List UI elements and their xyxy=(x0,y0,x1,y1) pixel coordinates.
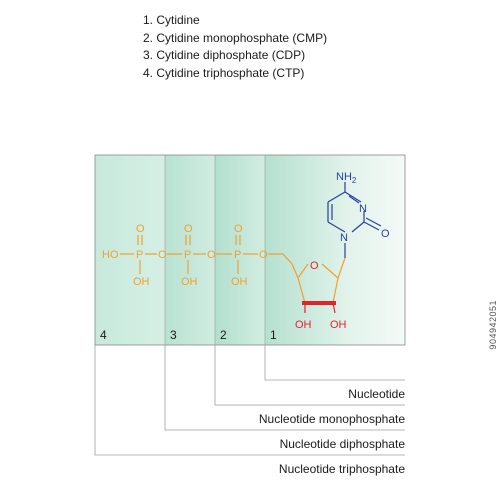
phosphate-p2: P xyxy=(184,249,191,261)
stock-id-watermark: 904942051 xyxy=(488,300,498,350)
bracket-lines xyxy=(94,345,405,456)
phosphate-top-o2: O xyxy=(184,223,193,235)
phosphate-top-o1: O xyxy=(136,223,145,235)
region-number-1: 1 xyxy=(270,328,277,342)
legend-item-ctp: 4. Cytidine triphosphate (CTP) xyxy=(143,65,305,80)
phosphate-p1: P xyxy=(136,249,143,261)
base-carbonyl-o: O xyxy=(381,228,390,240)
phosphate-oh2: OH xyxy=(181,276,198,288)
base-nh2: NH2 xyxy=(336,171,357,185)
bracket-diphosphate xyxy=(164,345,405,431)
legend-item-cmp: 2. Cytidine monophosphate (CMP) xyxy=(143,30,328,45)
region-panels xyxy=(94,154,406,346)
ribose-sugar: O OH OH xyxy=(282,253,347,331)
label-nucleotide-diphosphate: Nucleotide diphosphate xyxy=(280,437,406,451)
phosphate-bridge-o1: O xyxy=(158,249,167,261)
phosphate-oh1: OH xyxy=(133,276,150,288)
region-4-panel xyxy=(95,155,165,345)
phosphate-bonds xyxy=(120,235,283,274)
label-nucleotide-monophosphate: Nucleotide monophosphate xyxy=(259,412,405,426)
bracket-triphosphate xyxy=(94,345,405,456)
sugar-ring-o: O xyxy=(310,260,319,272)
legend-item-cytidine: 1. Cytidine xyxy=(143,13,200,27)
cytosine-base: N N O NH2 xyxy=(327,171,390,258)
region-2-panel xyxy=(215,155,265,345)
region-number-2: 2 xyxy=(220,328,227,342)
bracket-monophosphate xyxy=(214,345,405,406)
legend-item-cdp: 3. Cytidine diphosphate (CDP) xyxy=(143,48,306,62)
compound-legend: 1. Cytidine 2. Cytidine monophosphate (C… xyxy=(143,12,327,82)
phosphate-bridge-o2: O xyxy=(207,249,216,261)
phosphate-top-o3: O xyxy=(234,223,243,235)
phosphate-oh3: OH xyxy=(231,276,248,288)
sugar-oh-right: OH xyxy=(330,319,347,331)
sugar-oh-left: OH xyxy=(295,319,312,331)
base-n1: N xyxy=(340,232,348,244)
panel-border xyxy=(94,154,406,346)
label-nucleotide-triphosphate: Nucleotide triphosphate xyxy=(279,462,405,476)
label-nucleotide: Nucleotide xyxy=(348,387,405,401)
phosphate-p3: P xyxy=(234,249,241,261)
phosphate-bridge-o3: O xyxy=(259,249,268,261)
base-n3: N xyxy=(359,203,367,215)
bracket-nucleotide xyxy=(264,345,405,381)
phosphate-ho: HO xyxy=(102,249,119,261)
region-number-4: 4 xyxy=(100,328,107,342)
phosphate-chain: HO P O P O P O O O O OH OH OH xyxy=(102,223,268,288)
region-1-panel xyxy=(265,155,405,345)
region-3-panel xyxy=(165,155,215,345)
region-number-3: 3 xyxy=(170,328,177,342)
